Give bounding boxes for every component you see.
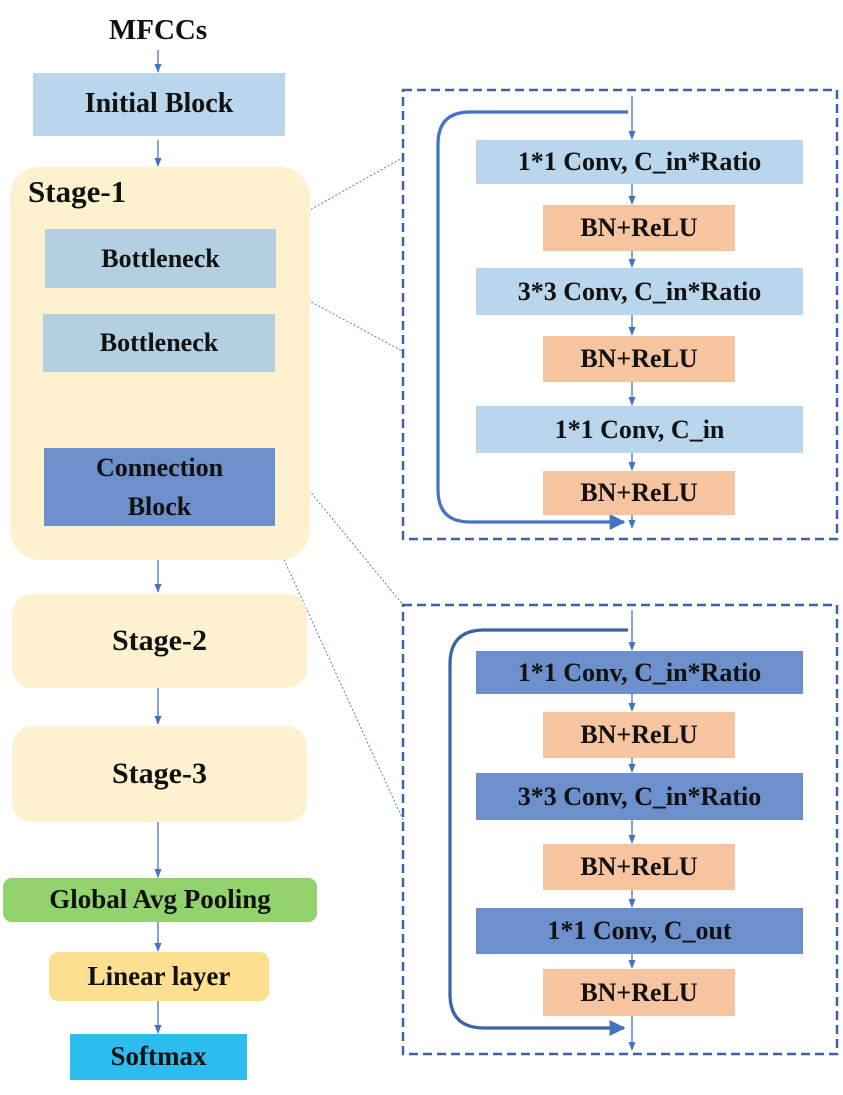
connection-skip-connection bbox=[448, 628, 628, 1036]
stage2-block: Stage-2 bbox=[12, 594, 307, 688]
bottleneck-skip-connection bbox=[436, 110, 628, 530]
bottleneck-bn-relu-1: BN+ReLU bbox=[543, 205, 735, 251]
stage1-title: Stage-1 bbox=[28, 174, 127, 209]
connection-bn-relu-3: BN+ReLU bbox=[543, 969, 735, 1016]
connection-conv2-box: 3*3 Conv, C_in*Ratio bbox=[476, 773, 803, 820]
softmax-block: Softmax bbox=[70, 1034, 247, 1080]
global-avg-pooling-block: Global Avg Pooling bbox=[3, 878, 317, 922]
bottleneck-bn-relu-2: BN+ReLU bbox=[543, 336, 735, 382]
connection-conv3-box: 1*1 Conv, C_out bbox=[476, 908, 803, 954]
initial-block: Initial Block bbox=[33, 73, 285, 136]
bottleneck-detail-frame bbox=[401, 88, 839, 541]
connection-bn-relu-2: BN+ReLU bbox=[543, 844, 735, 890]
linear-layer-block: Linear layer bbox=[49, 952, 269, 1001]
bottleneck-conv3-box: 1*1 Conv, C_in bbox=[476, 406, 803, 453]
connection-bn-relu-1: BN+ReLU bbox=[543, 712, 735, 758]
stage3-block: Stage-3 bbox=[12, 726, 307, 822]
bottleneck-conv2-box: 3*3 Conv, C_in*Ratio bbox=[476, 268, 803, 315]
connection-block: Connection Block bbox=[44, 448, 275, 526]
input-label: MFCCs bbox=[108, 14, 208, 46]
bottleneck-block-2: Bottleneck bbox=[43, 314, 275, 372]
connection-conv1-box: 1*1 Conv, C_in*Ratio bbox=[476, 651, 803, 694]
bottleneck-block-1: Bottleneck bbox=[45, 229, 276, 288]
bottleneck-bn-relu-3: BN+ReLU bbox=[543, 471, 735, 515]
bottleneck-conv1-box: 1*1 Conv, C_in*Ratio bbox=[476, 140, 803, 184]
connection-detail-frame bbox=[401, 603, 839, 1056]
